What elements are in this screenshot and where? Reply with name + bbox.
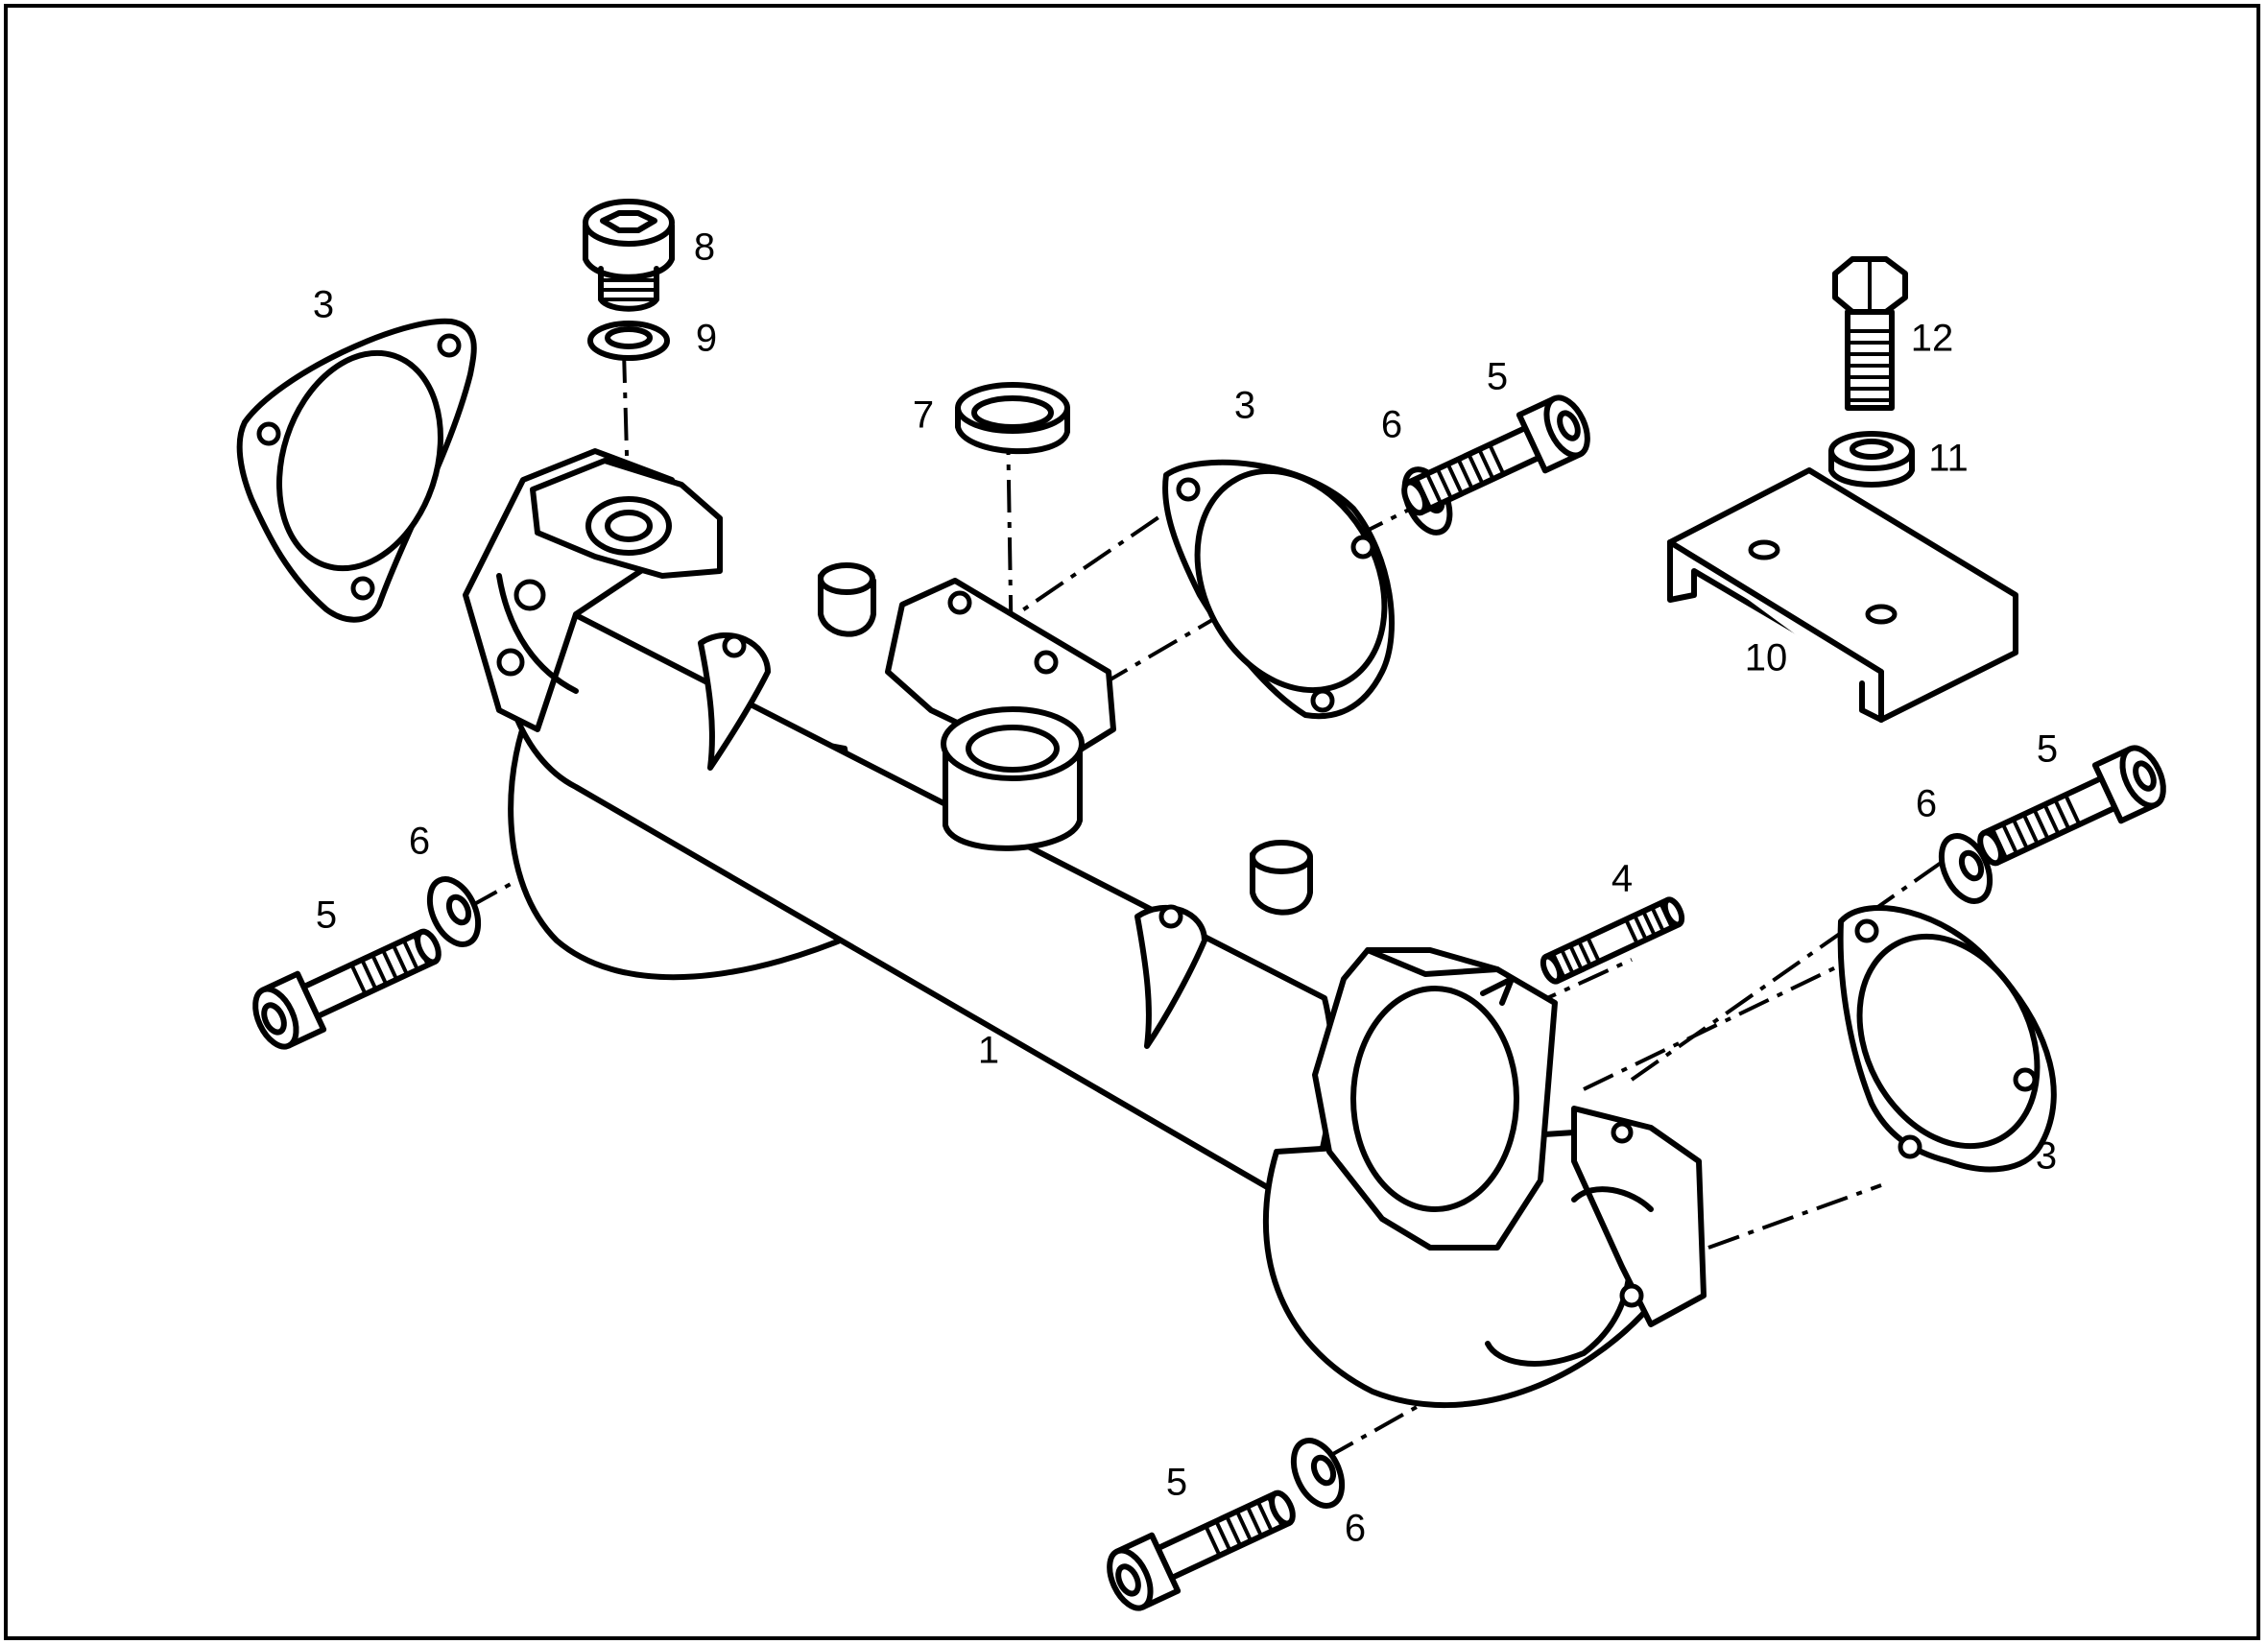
sleeve-7 (955, 382, 1070, 455)
gasket-center (1162, 459, 1395, 720)
washer-bottom (1290, 1438, 1346, 1509)
label-stud: 4 (1611, 858, 1633, 900)
screw-top (1401, 394, 1590, 516)
label-gasket-center: 3 (1234, 385, 1255, 427)
label-washer-top: 6 (1381, 404, 1402, 446)
stud-4 (1540, 896, 1685, 985)
label-plug: 8 (694, 226, 715, 269)
gasket-top-left (236, 318, 477, 623)
hex-bolt-12 (1832, 256, 1908, 411)
plug-8 (583, 199, 675, 312)
label-screw-bottom: 5 (1166, 1462, 1187, 1504)
seal-ring-9 (587, 321, 670, 361)
manifold-body (463, 448, 1707, 1408)
label-washer-left: 6 (409, 821, 430, 863)
washer-11 (1828, 431, 1915, 488)
label-sleeve: 7 (913, 394, 934, 437)
label-gasket-top-left: 3 (313, 284, 334, 326)
label-screw-top: 5 (1487, 356, 1508, 398)
part-labels: 1 3 3 3 4 5 5 5 5 6 6 6 6 7 8 9 10 11 12 (313, 226, 2058, 1550)
label-seal-ring: 9 (696, 318, 717, 360)
label-washer-bottom: 6 (1345, 1508, 1366, 1550)
label-bracket: 10 (1745, 637, 1788, 679)
bracket-10 (1667, 467, 2018, 723)
label-washer-right: 6 (1916, 783, 1937, 825)
washer-left (426, 876, 482, 947)
washer-right (1938, 833, 1993, 904)
label-screw-right: 5 (2037, 728, 2058, 771)
label-main-manifold: 1 (978, 1030, 999, 1072)
screw-left (252, 928, 442, 1050)
label-screw-left: 5 (316, 894, 337, 937)
screw-right (1977, 745, 2166, 867)
label-hex-bolt: 12 (1911, 318, 1954, 360)
screw-bottom (1107, 1489, 1296, 1611)
label-gasket-right: 3 (2036, 1135, 2057, 1178)
gasket-right (1837, 905, 2057, 1173)
label-washer-bracket: 11 (1928, 438, 1969, 480)
